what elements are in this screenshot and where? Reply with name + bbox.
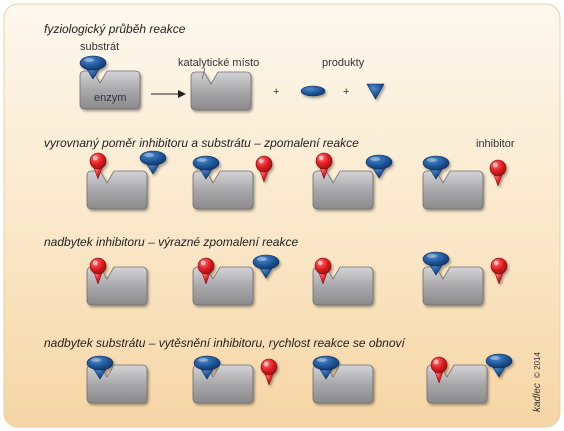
enzyme-free-1 [190, 71, 252, 111]
inhibitor-label: inhibitor [476, 138, 515, 150]
signature: kadlec © 2014 [532, 352, 543, 412]
enzyme-label: enzym [94, 92, 126, 104]
copyright-text: © 2014 [533, 352, 542, 378]
product-ellipse [300, 85, 326, 97]
substrate-label: substrát [80, 41, 119, 53]
plus-sign-1: + [273, 86, 279, 98]
active-site-pointer [201, 67, 206, 80]
products-label: produkty [322, 57, 365, 69]
enzyme-2a [86, 170, 148, 210]
enzyme-2b [192, 170, 254, 210]
background-panel [3, 3, 561, 428]
active-site-label: katalytické místo [178, 57, 259, 69]
product-triangle [366, 83, 385, 100]
enzyme-2d [422, 170, 484, 210]
section-4-title: nadbytek substrátu – vytěsnění inhibitor… [44, 336, 407, 350]
enzyme-2c [312, 170, 374, 210]
section-3-title: nadbytek inhibitoru – výrazné zpomalení … [44, 235, 298, 249]
plus-sign-2: + [343, 86, 349, 98]
section-2-title: vyrovnaný poměr inhibitoru a substrátu –… [44, 136, 359, 150]
section-1-title: fyziologický průběh reakce [44, 22, 186, 36]
enzyme-3d [422, 266, 484, 306]
signature-text: kadlec [532, 383, 543, 412]
